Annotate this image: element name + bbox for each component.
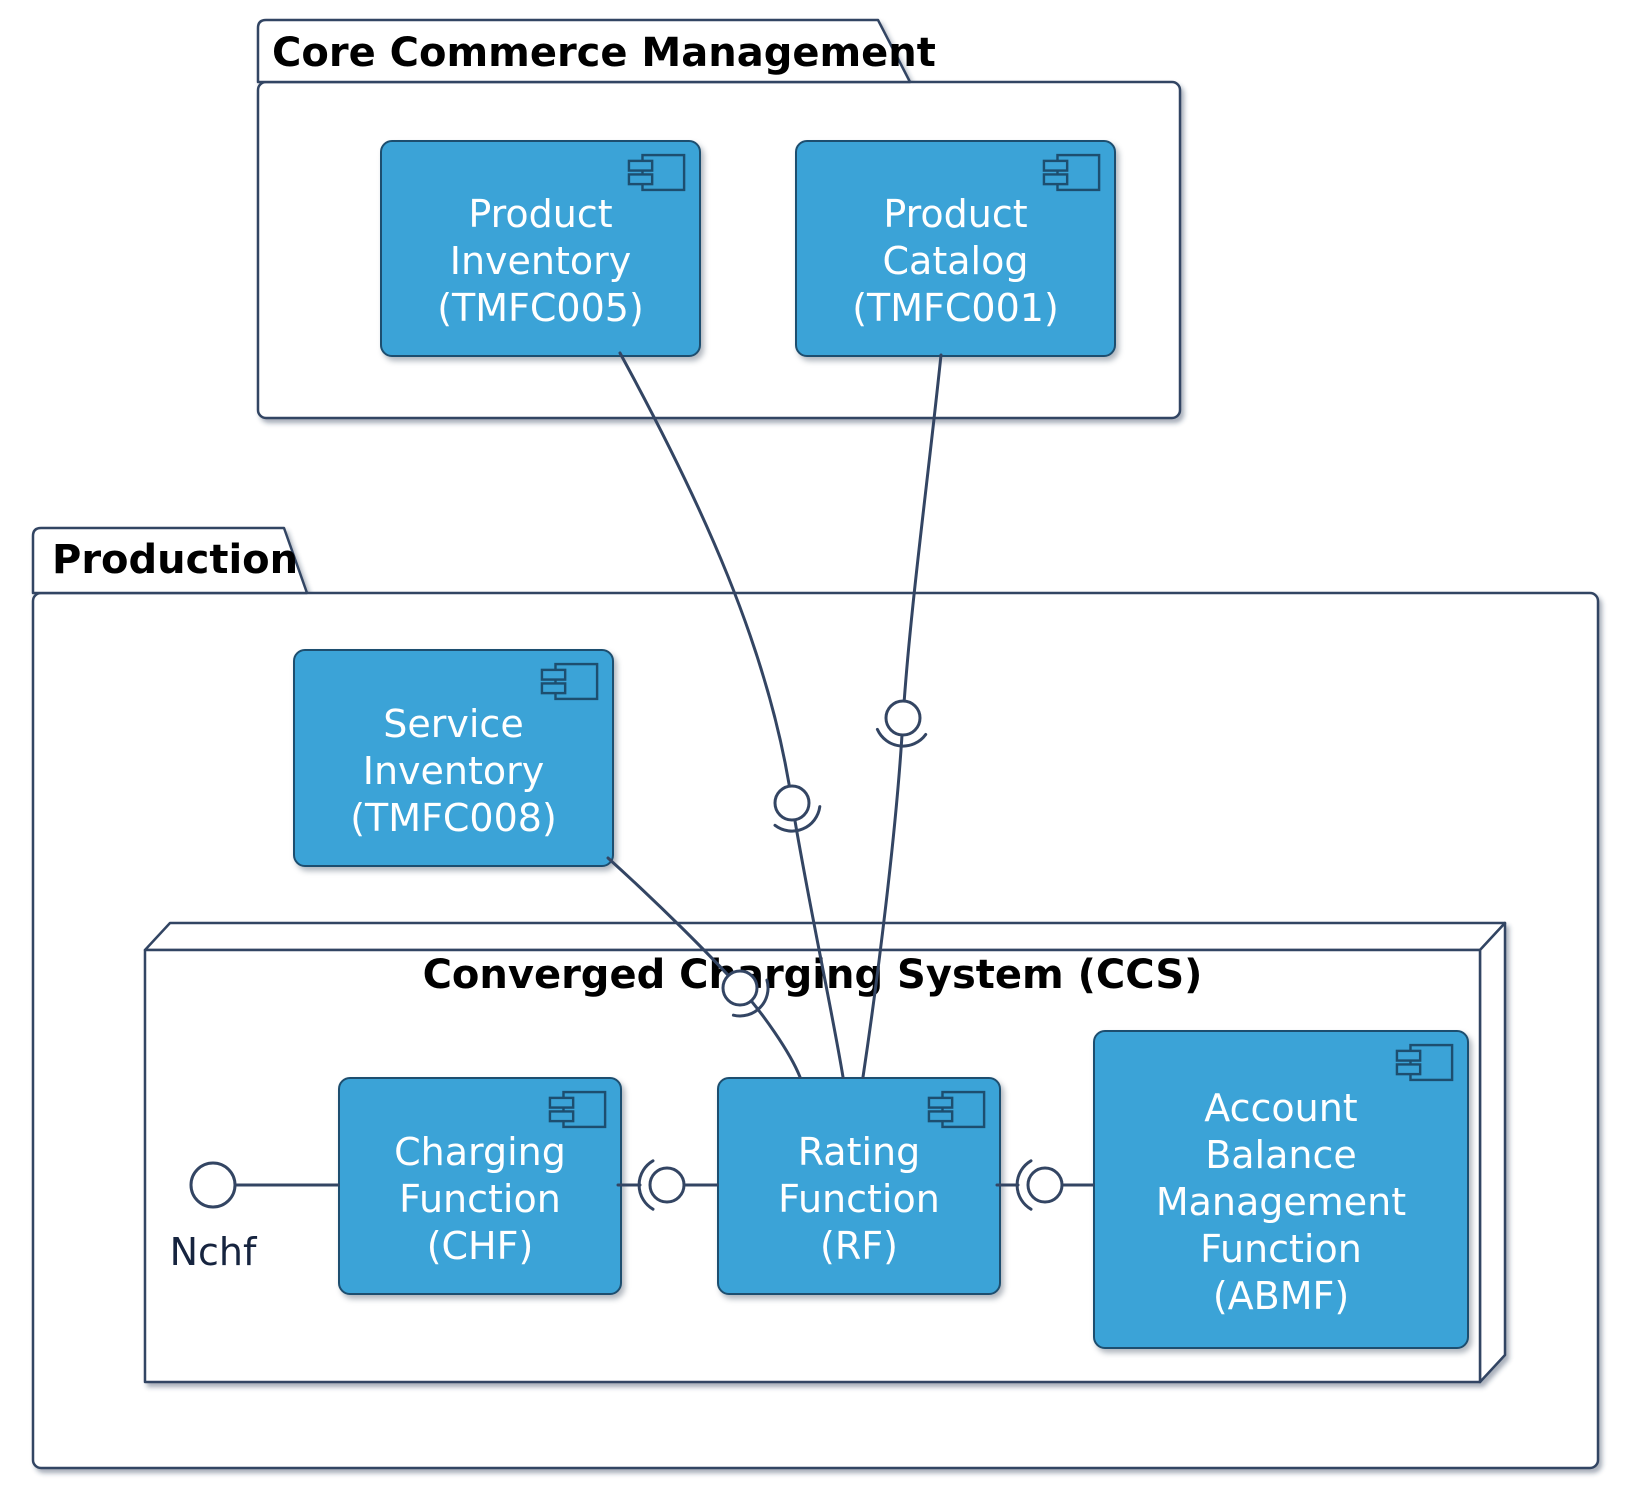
package-title-production: Production xyxy=(52,537,299,583)
socket-icon xyxy=(875,727,928,748)
socket-icon xyxy=(1015,1159,1033,1211)
nchf-lollipop-ball-icon xyxy=(189,1161,237,1209)
component-label: Charging Function (CHF) xyxy=(394,1129,566,1268)
node-title-ccs: Converged Charging System (CCS) xyxy=(422,952,1203,998)
socket-icon xyxy=(773,805,822,833)
node-top-face xyxy=(143,921,1507,952)
node-right-face xyxy=(1478,921,1507,1384)
component-rating-function: Rating Function (RF) xyxy=(717,1077,1001,1295)
component-label: Service Inventory (TMFC008) xyxy=(350,701,557,840)
component-abmf: Account Balance Management Function (ABM… xyxy=(1093,1030,1469,1349)
ball-icon xyxy=(1026,1166,1064,1204)
socket-icon xyxy=(637,1159,655,1211)
component-product-catalog: Product Catalog (TMFC001) xyxy=(795,140,1116,357)
component-label: Rating Function (RF) xyxy=(778,1129,940,1268)
ball-icon xyxy=(773,784,811,822)
package-title-core-commerce: Core Commerce Management xyxy=(272,30,936,76)
component-label: Product Catalog (TMFC001) xyxy=(852,192,1059,330)
nchf-interface-label: Nchf xyxy=(169,1230,257,1274)
ball-icon xyxy=(884,699,922,737)
component-service-inventory: Service Inventory (TMFC008) xyxy=(293,649,614,867)
ball-icon xyxy=(648,1166,686,1204)
component-charging-function: Charging Function (CHF) xyxy=(338,1077,622,1295)
component-product-inventory: Product Inventory (TMFC005) xyxy=(380,140,701,357)
component-label: Product Inventory (TMFC005) xyxy=(437,192,644,330)
component-label: Account Balance Management Function (ABM… xyxy=(1155,1086,1407,1318)
